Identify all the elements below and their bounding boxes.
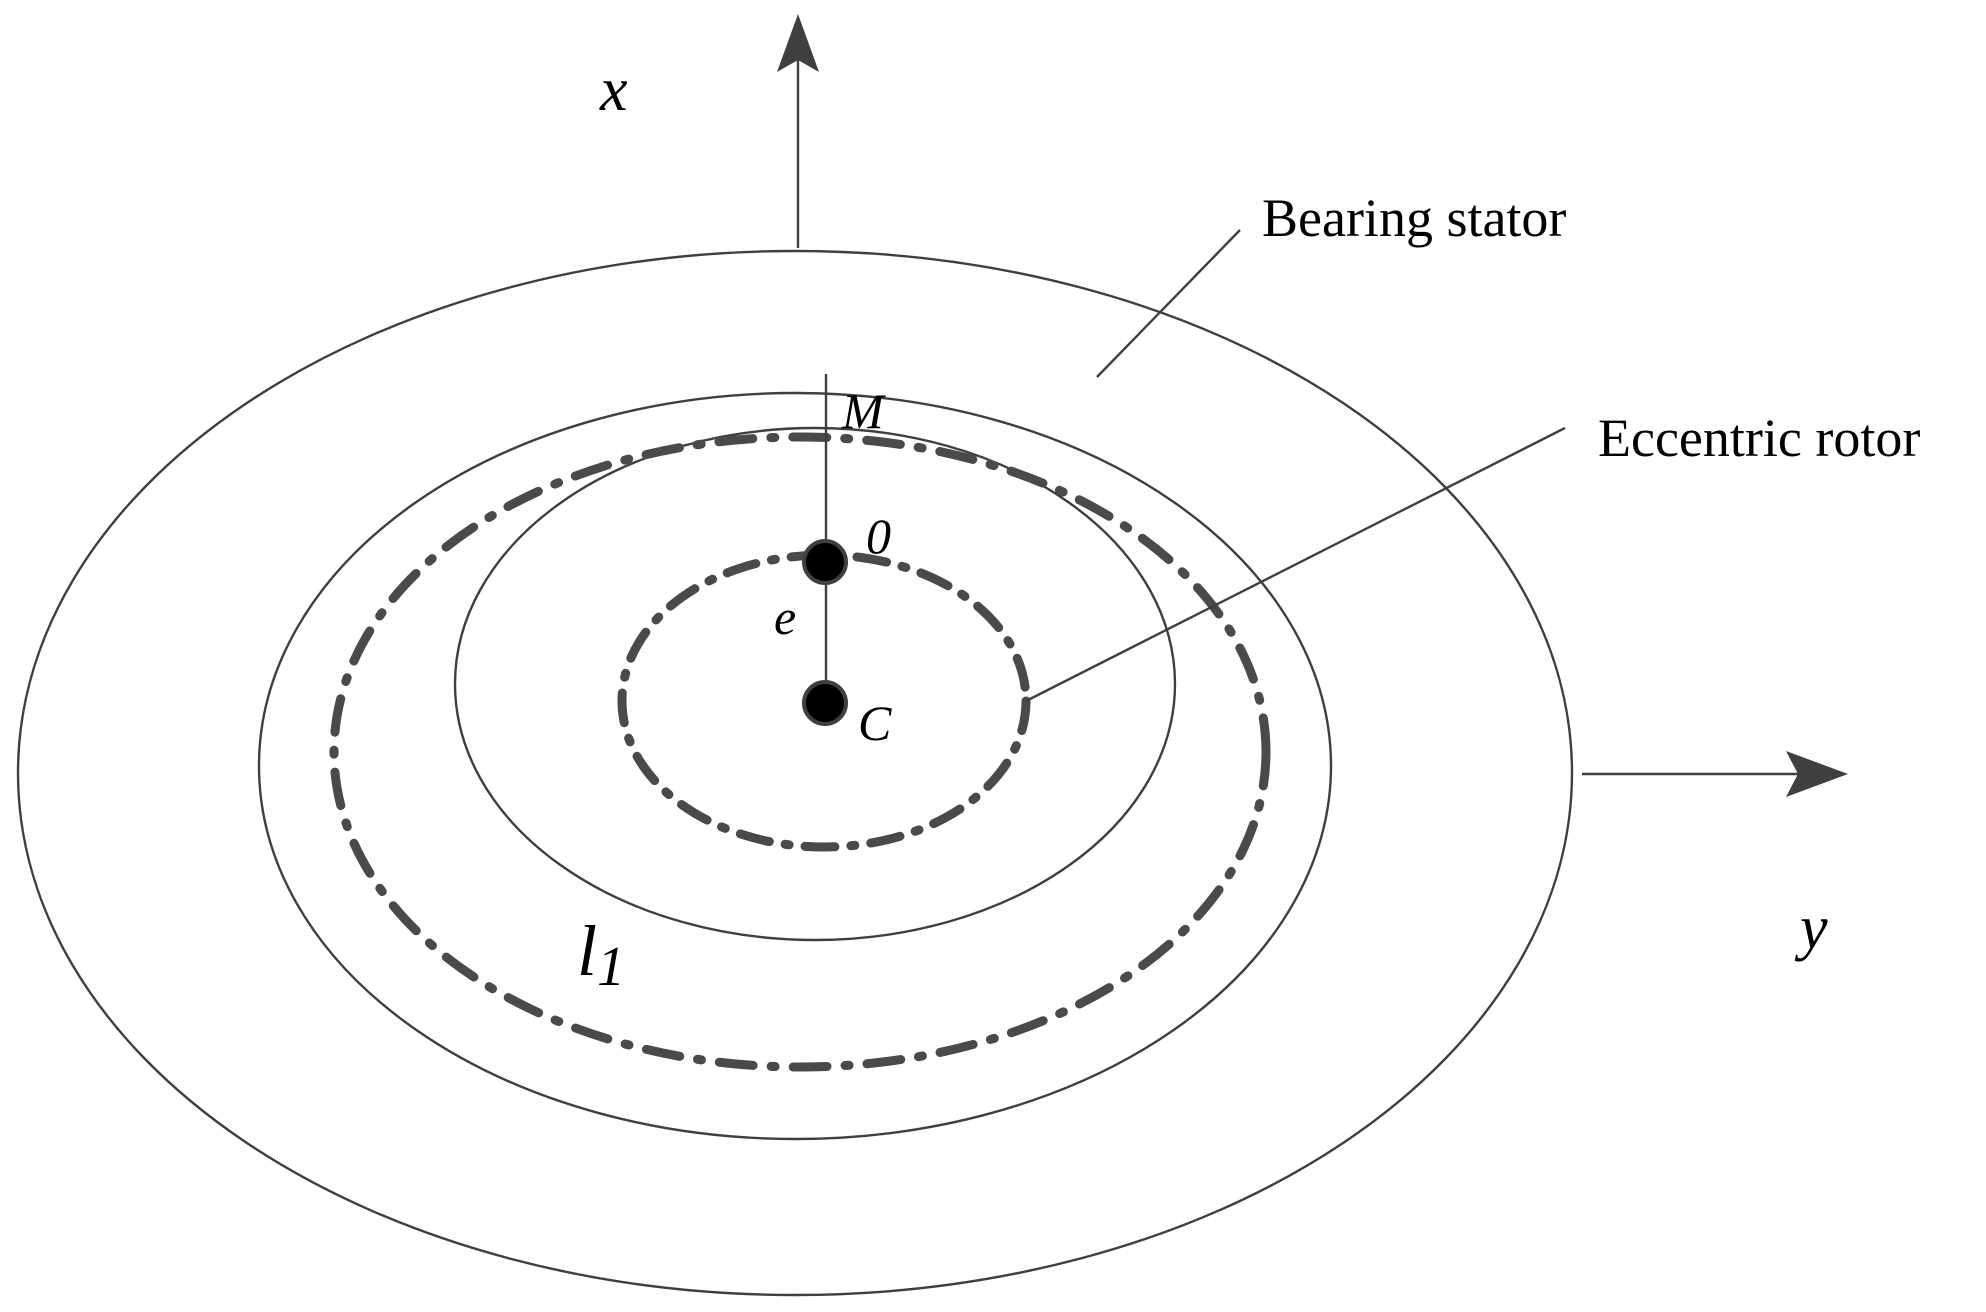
eccentric-rotor-label: Eccentric rotor: [1598, 408, 1920, 468]
bearing-stator-leader-line: [1096, 229, 1241, 378]
orbit-l1-dashdot: [329, 432, 1271, 1072]
point-m-label: M: [841, 383, 886, 439]
bearing-stator-inner-ellipse: [257, 391, 1333, 1141]
rotor-ellipse: [453, 426, 1177, 942]
orbit-l1-label: l1: [577, 911, 625, 998]
eccentricity-label: e: [774, 589, 796, 645]
point-o-label: 0: [866, 508, 891, 564]
bearing-stator-label: Bearing stator: [1262, 188, 1566, 248]
x-axis-label: x: [599, 56, 628, 124]
y-axis-label: y: [1794, 894, 1828, 962]
point-c-label: C: [858, 695, 892, 751]
bearing-stator-outer-ellipse: [16, 249, 1574, 1297]
eccentric-rotor-leader-line: [1025, 426, 1566, 703]
orbit-l1-subscript: 1: [597, 936, 625, 998]
orbit-l1-main: l: [577, 911, 597, 991]
point-c-marker: [802, 680, 848, 726]
y-axis-arrowhead: [1786, 751, 1848, 797]
point-o-marker: [802, 539, 848, 585]
x-axis-arrowhead: [777, 14, 819, 72]
